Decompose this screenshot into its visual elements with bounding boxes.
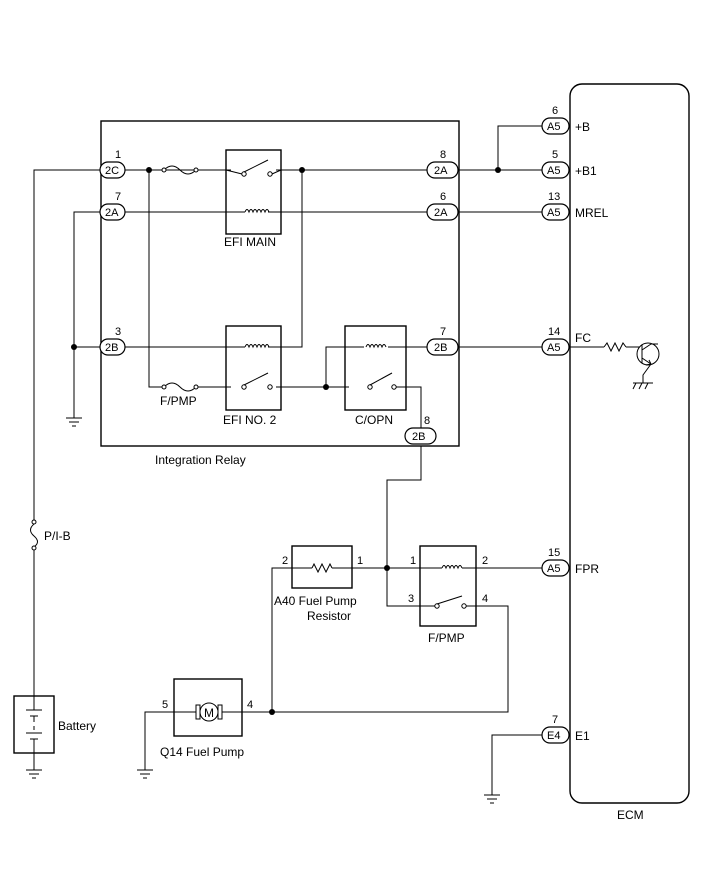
fuel-pump-resistor xyxy=(291,545,353,589)
pump-pin-5: 5 xyxy=(162,699,168,711)
pib-fuse-symbol xyxy=(30,519,38,551)
ecm-signal-e1: E1 xyxy=(575,729,590,743)
efi-main-label: EFI MAIN xyxy=(224,235,276,249)
ecm-signal-fc: FC xyxy=(575,331,591,345)
resistor-pin-1: 1 xyxy=(357,555,363,567)
svg-text:6: 6 xyxy=(440,191,446,203)
ground-icon-ecm xyxy=(484,794,500,804)
battery-label: Battery xyxy=(58,719,96,733)
svg-text:8: 8 xyxy=(424,415,430,427)
svg-text:2B: 2B xyxy=(434,342,447,354)
svg-text:2A: 2A xyxy=(434,207,448,219)
svg-text:7: 7 xyxy=(552,714,558,726)
connector-2b-7: 2B 7 xyxy=(426,326,459,356)
connector-a5-15: A5 15 xyxy=(541,547,570,577)
efi-main-relay xyxy=(225,149,282,235)
fuel-pump-label: Q14 Fuel Pump xyxy=(160,745,244,759)
svg-text:2B: 2B xyxy=(412,431,425,443)
pump-pin-4: 4 xyxy=(247,699,253,711)
connector-a5-6: A5 6 xyxy=(541,105,570,135)
fpmp-relay-pin-4: 4 xyxy=(482,593,488,605)
junction-dots xyxy=(71,167,501,715)
svg-text:A5: A5 xyxy=(547,342,560,354)
copn-relay xyxy=(344,325,407,411)
efi-fuse-symbol xyxy=(161,165,199,175)
svg-text:A5: A5 xyxy=(547,207,560,219)
integration-relay-box xyxy=(100,120,460,447)
resistor-label-2: Resistor xyxy=(307,609,351,623)
svg-text:7: 7 xyxy=(440,326,446,338)
svg-text:1: 1 xyxy=(115,149,121,161)
connector-2a-6: 2A 6 xyxy=(426,191,459,221)
svg-text:2A: 2A xyxy=(434,165,448,177)
svg-text:E4: E4 xyxy=(547,730,560,742)
connector-a5-13: A5 13 xyxy=(541,191,570,221)
wires xyxy=(33,125,570,795)
svg-text:13: 13 xyxy=(548,191,560,203)
connector-2b-3: 2B 3 xyxy=(99,326,126,356)
motor-icon: M xyxy=(204,706,214,720)
fuel-pump-motor xyxy=(173,678,243,737)
ecm-box xyxy=(569,83,690,804)
battery-icon xyxy=(13,695,55,754)
ecm-signal-fpr: FPR xyxy=(575,562,599,576)
ground-icon-relay xyxy=(66,417,82,427)
resistor-label-1: A40 Fuel Pump xyxy=(274,594,357,608)
efi-no2-label: EFI NO. 2 xyxy=(223,413,277,427)
ecm-signal-b: +B xyxy=(575,120,590,134)
resistor-pin-2: 2 xyxy=(282,555,288,567)
svg-text:A5: A5 xyxy=(547,563,560,575)
connector-2b-8: 2B 8 xyxy=(404,415,437,445)
ground-icon-battery xyxy=(26,769,42,779)
svg-text:2C: 2C xyxy=(105,165,119,177)
svg-text:8: 8 xyxy=(440,149,446,161)
svg-text:6: 6 xyxy=(552,105,558,117)
svg-text:14: 14 xyxy=(548,326,560,338)
fpmp-relay xyxy=(419,545,477,627)
ecm-label: ECM xyxy=(617,808,644,822)
svg-text:2A: 2A xyxy=(105,207,119,219)
fpmp-relay-pin-3: 3 xyxy=(408,593,414,605)
fpmp-relay-pin-1: 1 xyxy=(410,555,416,567)
fpmp-relay-label: F/PMP xyxy=(428,631,465,645)
ecm-signal-b1: +B1 xyxy=(575,164,597,178)
svg-text:A5: A5 xyxy=(547,121,560,133)
svg-text:5: 5 xyxy=(552,149,558,161)
ground-icon-pump xyxy=(137,769,153,779)
fpmp-fuse-symbol xyxy=(161,382,199,392)
svg-text:2B: 2B xyxy=(105,342,118,354)
svg-text:3: 3 xyxy=(115,326,121,338)
connector-2c-1: 2C 1 xyxy=(99,149,126,179)
fc-transistor-icon xyxy=(570,341,660,390)
connector-2a-8: 2A 8 xyxy=(426,149,459,179)
connector-2a-7: 2A 7 xyxy=(99,191,126,221)
connector-a5-14: A5 14 xyxy=(541,326,570,356)
copn-label: C/OPN xyxy=(355,413,393,427)
fpmp-relay-pin-2: 2 xyxy=(482,555,488,567)
svg-text:7: 7 xyxy=(115,191,121,203)
fpmp-fuse-label: F/PMP xyxy=(160,394,197,408)
integration-relay-label: Integration Relay xyxy=(155,453,246,467)
pib-label: P/I-B xyxy=(44,529,71,543)
ecm-signal-mrel: MREL xyxy=(575,206,609,220)
connector-e4-7: E4 7 xyxy=(541,714,570,744)
efi-no2-relay xyxy=(225,325,282,411)
connector-a5-5: A5 5 xyxy=(541,149,570,179)
svg-text:A5: A5 xyxy=(547,165,560,177)
svg-text:15: 15 xyxy=(548,547,560,559)
